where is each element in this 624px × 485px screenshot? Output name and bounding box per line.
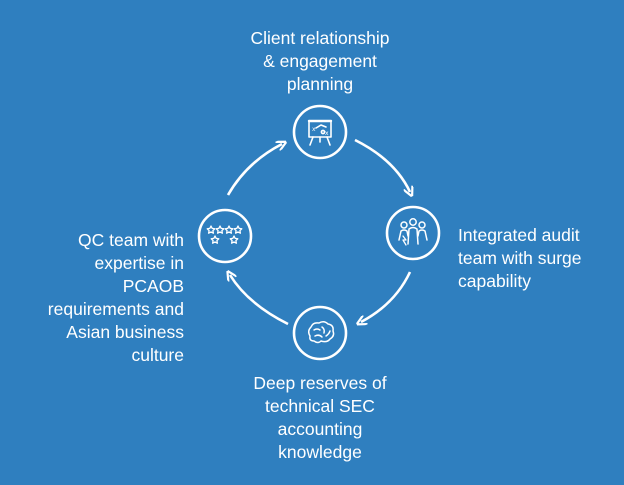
label-line: PCAOB — [122, 276, 184, 296]
label-line: team with surge — [458, 248, 582, 268]
label-line: Deep reserves of — [253, 373, 387, 393]
node-bottom-label: Deep reserves of technical SEC accountin… — [200, 372, 440, 464]
label-line: knowledge — [278, 442, 362, 462]
arrow-bottom-to-left — [230, 275, 289, 326]
label-line: QC team with — [78, 230, 184, 250]
team-people-icon — [398, 218, 428, 246]
label-line: Integrated audit — [458, 225, 580, 245]
label-line: culture — [131, 345, 184, 365]
label-line: capability — [458, 271, 531, 291]
label-line: accounting — [277, 419, 363, 439]
label-line: planning — [286, 74, 354, 94]
label-line: technical SEC — [265, 396, 375, 416]
label-line: expertise in — [94, 253, 185, 273]
node-right — [385, 205, 441, 261]
node-bottom — [292, 305, 348, 361]
presentation-board-icon: x x — [307, 119, 333, 146]
stars-icon — [206, 225, 243, 244]
node-right-label: Integrated audit team with surge capabil… — [458, 224, 618, 293]
arrow-right-to-bottom — [361, 271, 412, 322]
label-line: & engagement — [263, 51, 377, 71]
node-top: x x — [292, 104, 348, 160]
brain-icon — [307, 320, 335, 344]
label-line: Client relationship — [250, 28, 390, 48]
svg-text:x: x — [312, 126, 316, 133]
arrow-left-to-top — [226, 144, 282, 196]
label-line: requirements and — [47, 299, 184, 319]
svg-text:x: x — [325, 130, 329, 137]
label-line: Asian business — [66, 322, 184, 342]
node-top-label: Client relationship & engagement plannin… — [200, 27, 440, 96]
arrow-top-to-right — [354, 138, 410, 192]
node-left — [197, 208, 253, 264]
node-left-label: QC team with expertise in PCAOB requirem… — [20, 229, 184, 367]
